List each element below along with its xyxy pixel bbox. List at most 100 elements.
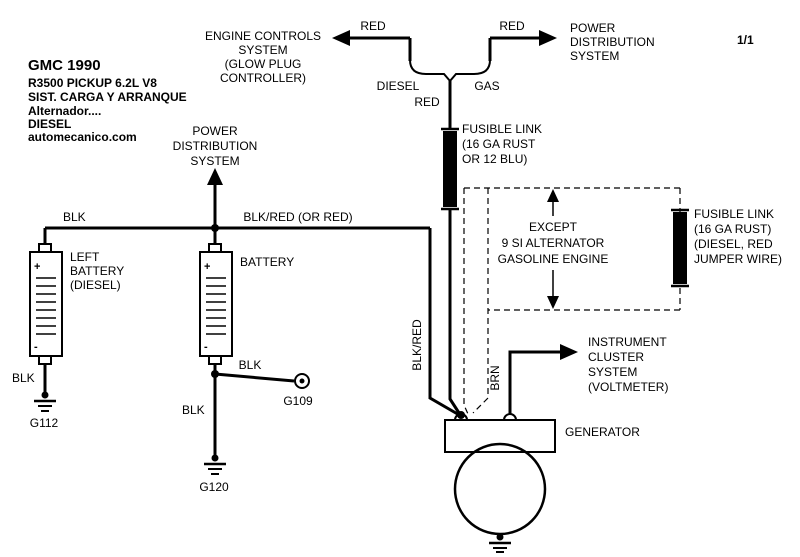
engine-controls-line: SYSTEM [238,43,287,57]
power-distribution-mid-label: POWER DISTRIBUTION SYSTEM [173,124,258,228]
ground-dot [41,391,49,399]
website-label: automecanico.com [28,130,137,144]
brn-circuit: INSTRUMENT CLUSTER SYSTEM (VOLTMETER) [508,335,668,414]
vehicle-model: R3500 PICKUP 6.2L V8 [28,76,157,90]
ground-label: G120 [199,480,229,494]
generator-terminal-bump [503,413,517,421]
battery-terminal [208,243,222,253]
fusible-link-body [673,212,687,284]
instrument-cluster-line: INSTRUMENT [588,335,667,349]
ground-dot [211,454,219,462]
engine-controls-line: (GLOW PLUG [225,57,302,71]
fusible-link-1: FUSIBLE LINK (16 GA RUST OR 12 BLU) [441,122,542,211]
ground-g120: G120 [199,454,229,494]
wire-label-blk: BLK [63,210,86,224]
battery-label: BATTERY [240,255,294,269]
wire-label-blk: BLK [239,358,262,372]
power-dist-line: POWER [192,124,238,138]
page-indicator: 1/1 [737,33,754,47]
power-dist-line: SYSTEM [570,49,619,63]
battery-bus: BLK BLK/RED (OR RED) [45,210,462,418]
wire-blkred-fusible-to-generator [448,209,463,417]
arrow-down-icon [547,296,559,309]
arrow-up-icon [207,168,223,185]
arrow-right-icon [539,30,557,46]
arrow-left-icon [332,30,350,46]
battery-terminal [208,355,222,365]
battery-terminal [38,355,52,365]
except-region: EXCEPT 9 SI ALTERNATOR GASOLINE ENGINE [463,187,681,415]
wire-label-blk: BLK [12,371,35,385]
top-junction: RED RED DIESEL GAS RED [332,19,557,129]
wire-blkred-bus-to-generator [428,228,462,418]
battery-plates [206,277,226,335]
battery-case [199,251,233,357]
header-info: GMC 1990 R3500 PICKUP 6.2L V8 SIST. CARG… [28,57,187,144]
power-dist-line: DISTRIBUTION [570,35,655,49]
fusible-link-1-label: FUSIBLE LINK [462,122,542,136]
instrument-cluster-line: CLUSTER [588,350,644,364]
engine-controls-line: ENGINE CONTROLS [205,29,321,43]
battery-plus-sign: + [204,261,210,273]
battery-minus-sign: - [204,341,208,353]
ground-label: G112 [30,416,59,430]
power-dist-line: SYSTEM [190,154,239,168]
generator: GENERATOR [444,411,640,553]
generator-label: GENERATOR [565,425,640,439]
fusible-link-2: FUSIBLE LINK (16 GA RUST) (DIESEL, RED J… [671,207,782,288]
except-note-line: GASOLINE ENGINE [498,252,609,266]
wire-label-brn-vertical: BRN [488,365,502,390]
junction-brace [409,59,491,83]
except-note-line: 9 SI ALTERNATOR [502,236,605,250]
wire-label-blkred: BLK/RED (OR RED) [243,210,352,224]
dashed-wire-right [472,188,489,414]
battery-plus-sign: + [34,261,40,273]
power-distribution-top-label: POWER DISTRIBUTION SYSTEM [570,21,655,63]
diesel-branch-label: DIESEL [377,79,420,93]
arrow-right-icon [560,344,578,360]
main-battery: + - BATTERY BLK BLK [182,228,294,456]
except-note-line: EXCEPT [529,220,578,234]
fusible-link-2-label: (16 GA RUST) [694,222,771,236]
instrument-cluster-line: SYSTEM [588,365,637,379]
system-name: SIST. CARGA Y ARRANQUE [28,90,187,104]
junction-dot [457,411,465,419]
subsystem-name: Alternador.... [28,104,101,118]
wire-label-red: RED [499,19,525,33]
ground-dot [496,533,504,541]
generator-body [453,442,547,536]
wire-label-red: RED [360,19,386,33]
arrow-up-icon [547,189,559,202]
battery-minus-sign: - [34,341,38,353]
battery-terminal [38,243,52,253]
power-dist-line: POWER [570,21,616,35]
wire-blk-to-g109 [214,372,295,383]
fusible-link-2-label: FUSIBLE LINK [694,207,774,221]
ground-dot [299,378,305,384]
instrument-cluster-line: (VOLTMETER) [588,380,668,394]
left-battery: + - LEFT BATTERY (DIESEL) BLK [12,228,124,392]
engine-type: DIESEL [28,117,71,131]
engine-controls-line: CONTROLLER) [220,71,306,85]
wire-brn-to-instrument-cluster [508,350,562,414]
fusible-link-2-label: (DIESEL, RED [694,237,773,251]
dashed-wire-left [463,188,469,415]
battery-plates [36,277,56,335]
wire-label-red: RED [414,95,440,109]
engine-controls-label: ENGINE CONTROLS SYSTEM (GLOW PLUG CONTRO… [205,29,321,85]
ground-g109: G109 [283,373,313,408]
left-battery-label: (DIESEL) [70,278,121,292]
battery-case [29,251,63,357]
left-battery-label: LEFT [70,250,100,264]
fusible-link-2-label: JUMPER WIRE) [694,252,782,266]
fusible-link-body [443,131,457,207]
fusible-link-1-label: OR 12 BLU) [462,152,527,166]
power-dist-line: DISTRIBUTION [173,139,258,153]
gas-branch-label: GAS [474,79,499,93]
wire-label-blkred-vertical: BLK/RED [410,319,424,371]
wire-label-blk: BLK [182,403,205,417]
ground-g112: G112 [30,391,59,430]
generator-housing [444,419,556,453]
